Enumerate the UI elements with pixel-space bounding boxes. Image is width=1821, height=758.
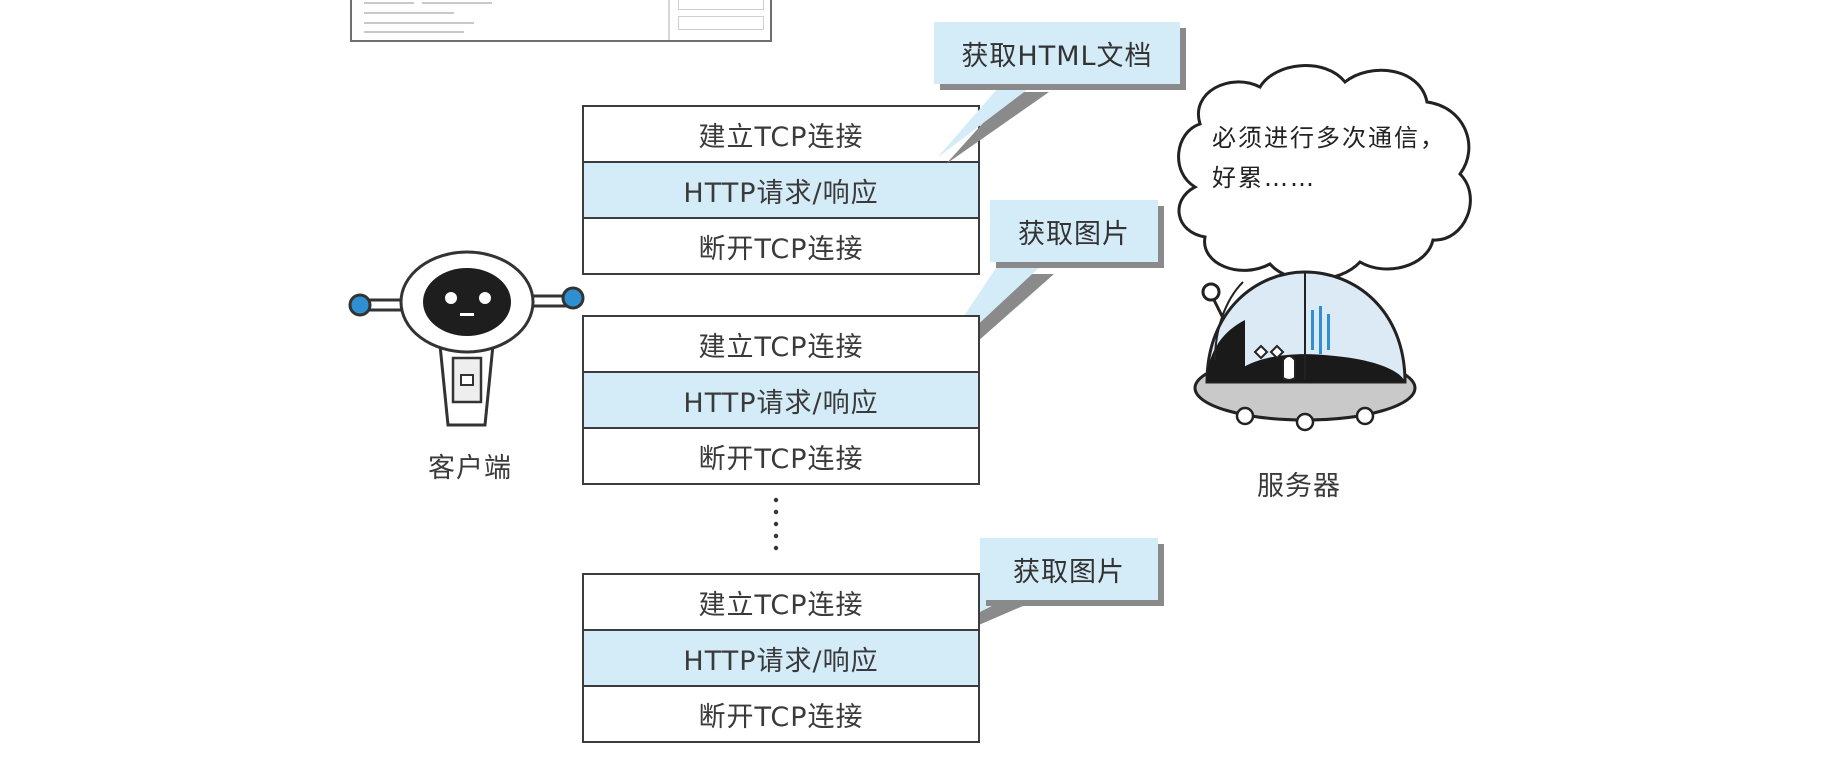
tcp-connect-step: 建立TCP连接 bbox=[584, 317, 978, 373]
callout-get-image-1: 获取图片 bbox=[990, 200, 1158, 262]
tcp-disconnect-step: 断开TCP连接 bbox=[698, 233, 864, 265]
server-speech-line-1: 必须进行多次通信， bbox=[1212, 124, 1446, 152]
server-dome-icon bbox=[1193, 270, 1417, 432]
client-label: 客户端 bbox=[428, 453, 512, 484]
tcp-connect-step: 建立TCP连接 bbox=[584, 107, 978, 163]
connection-stack-3: 建立TCP连接 HTTP请求/响应 断开TCP连接 bbox=[582, 573, 980, 743]
connection-stack-1: 建立TCP连接 HTTP请求/响应 断开TCP连接 bbox=[582, 105, 980, 275]
callout-get-html: 获取HTML文档 bbox=[934, 22, 1180, 84]
tcp-disconnect-step: 断开TCP连接 bbox=[698, 443, 864, 475]
client-robot-icon bbox=[348, 250, 585, 427]
ellipsis-dots bbox=[773, 497, 779, 551]
connection-stack-2: 建立TCP连接 HTTP请求/响应 断开TCP连接 bbox=[582, 315, 980, 485]
server-speech-line-2: 好累…… bbox=[1212, 164, 1316, 192]
http-request-response-step: HTTP请求/响应 bbox=[584, 631, 978, 687]
callout-get-image-2: 获取图片 bbox=[980, 538, 1158, 600]
http-request-response-step: HTTP请求/响应 bbox=[584, 373, 978, 429]
tcp-connect-step: 建立TCP连接 bbox=[584, 575, 978, 631]
server-label: 服务器 bbox=[1257, 471, 1341, 502]
tcp-disconnect-step: 断开TCP连接 bbox=[698, 701, 864, 733]
http-request-response-step: HTTP请求/响应 bbox=[584, 163, 978, 219]
embedded-screenshot bbox=[350, 0, 772, 42]
